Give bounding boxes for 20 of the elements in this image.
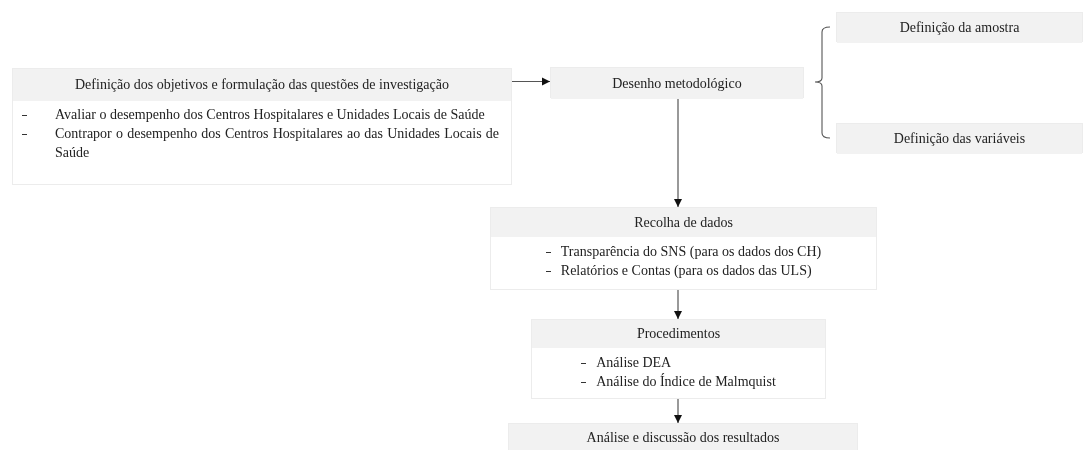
bullet-text: Análise DEA: [596, 354, 672, 372]
box-heading: Procedimentos: [532, 320, 825, 348]
bullet-text: Avaliar o desempenho dos Centros Hospitalares e Unidades Locais de Saúde: [55, 106, 486, 124]
box-heading: Análise e discussão dos resultados: [509, 424, 857, 450]
arrow: [673, 289, 683, 320]
box-heading: Recolha de dados: [491, 208, 876, 237]
arrow: [673, 398, 683, 424]
box-heading: Definição das variáveis: [837, 124, 1082, 154]
box-heading: Desenho metodológico: [551, 68, 803, 99]
box-heading: Definição da amostra: [837, 13, 1082, 43]
bullet-text: Contrapor o desempenho dos Centros Hospitalares ao das Unidades Locais de Saúde: [55, 125, 499, 162]
bullet-text: Análise do Índice de Malmquist: [596, 372, 776, 391]
arrow: [673, 97, 683, 208]
bullet-text: Relatórios e Contas (para os dados das ULS): [560, 262, 812, 280]
bullet-text: Transparência do SNS (para os dados dos CH): [560, 243, 822, 261]
arrow: [511, 77, 551, 86]
process-box: [12, 68, 512, 185]
box-heading: Definição dos objetivos e formulação das questões de investigação: [13, 69, 511, 101]
process-box: [531, 319, 826, 399]
process-box: [490, 207, 877, 290]
